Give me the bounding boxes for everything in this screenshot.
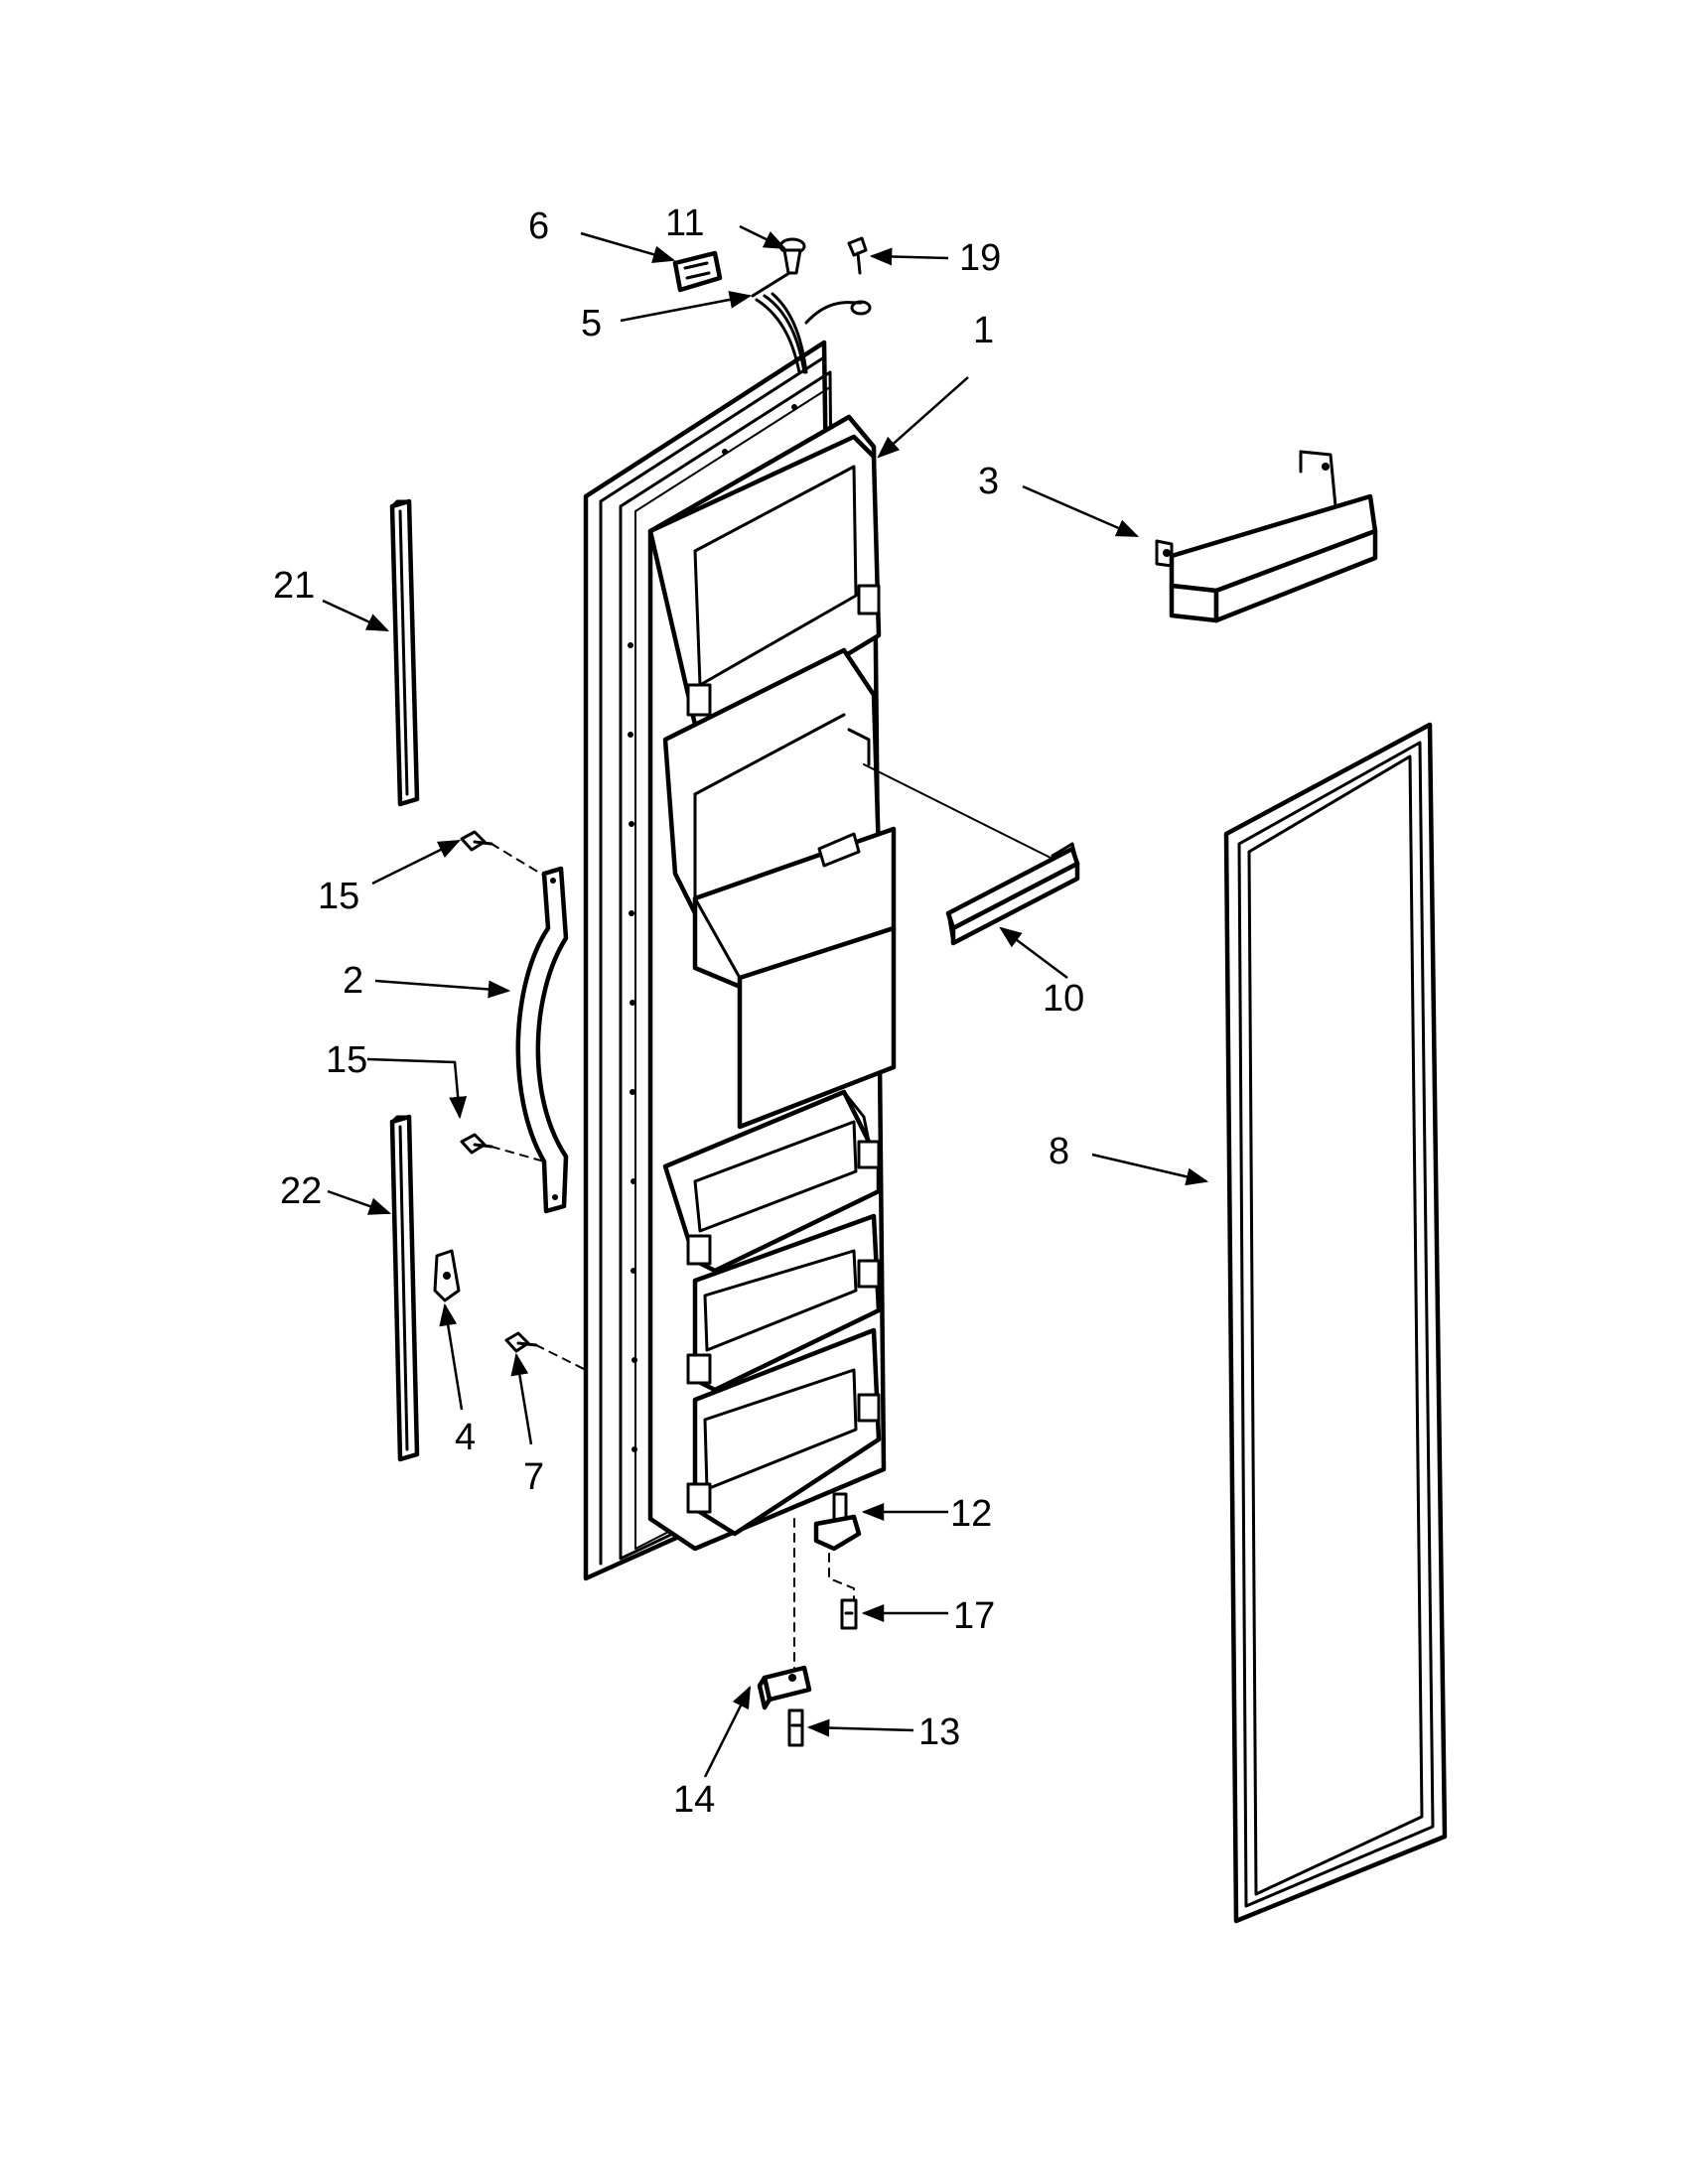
callout-part-5: 5 (581, 303, 602, 344)
clip-part-4 (433, 1249, 461, 1302)
screw-part-13 (787, 1708, 804, 1747)
door-panel (583, 340, 897, 1581)
connector-part-6 (672, 250, 723, 293)
lower-door-bin-3 (686, 1327, 882, 1537)
callout-part-8: 8 (1049, 1131, 1069, 1172)
door-gasket-part-8 (1223, 722, 1448, 1924)
callout-part-11: 11 (665, 203, 704, 244)
hinge-pin-part-12 (813, 1492, 862, 1604)
trim-strip-part-22 (389, 1114, 420, 1462)
callout-part-4: 4 (455, 1417, 476, 1458)
trim-strip-part-10 (863, 763, 1080, 946)
dispenser-housing (662, 647, 897, 1130)
callout-part-6: 6 (528, 205, 549, 247)
callout-part-22: 22 (280, 1170, 322, 1212)
frame-holes (628, 404, 797, 1452)
callout-part-15b: 15 (326, 1039, 367, 1081)
screw-part-7 (504, 1331, 587, 1371)
callout-part-21: 21 (273, 565, 315, 607)
callout-labels: 6 11 19 5 1 3 21 15 2 10 15 8 22 4 7 12 … (273, 203, 1084, 1821)
screw-part-15-top (460, 830, 545, 877)
hinge-bracket-part-14 (757, 1518, 812, 1710)
callout-part-2: 2 (343, 960, 363, 1002)
callout-part-15a: 15 (318, 876, 359, 917)
callout-arrows (322, 224, 1209, 1778)
lower-door-bin-2 (686, 1213, 882, 1393)
callout-part-17: 17 (953, 1595, 995, 1637)
lower-door-bin-1 (662, 1089, 882, 1274)
callout-part-19: 19 (959, 237, 1001, 279)
door-handle-part-2 (515, 866, 569, 1214)
callout-part-10: 10 (1043, 978, 1084, 1020)
callout-part-7: 7 (523, 1456, 544, 1498)
callout-part-14: 14 (673, 1779, 715, 1821)
bin-rail-part-3 (1155, 450, 1378, 623)
screw-part-17 (840, 1598, 858, 1630)
trim-strip-part-21 (389, 498, 420, 807)
plug-part-11 (778, 237, 806, 275)
screw-part-15-bottom (460, 1133, 545, 1162)
wire-harness-part-5 (751, 271, 863, 374)
callout-part-12: 12 (950, 1493, 992, 1535)
callout-part-1: 1 (973, 310, 994, 351)
callout-part-13: 13 (918, 1711, 960, 1753)
callout-part-3: 3 (978, 461, 999, 502)
